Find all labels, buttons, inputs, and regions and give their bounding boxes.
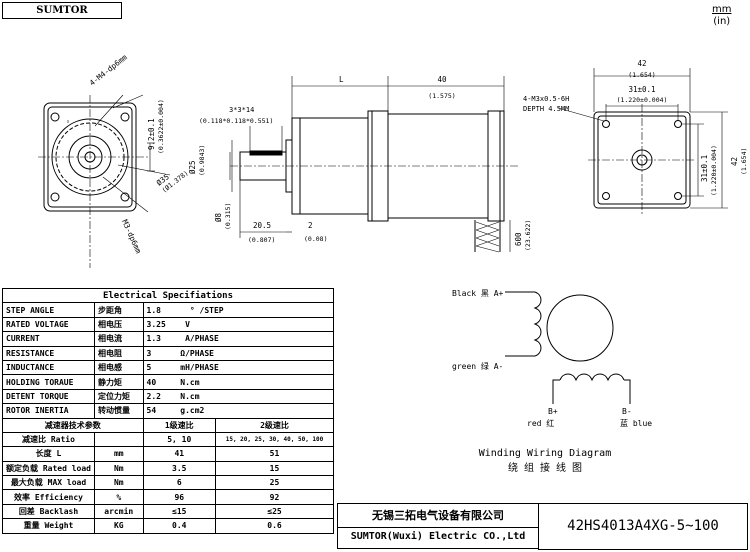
flange-label: 2 xyxy=(308,221,313,230)
wiring-title-cn: 绕 组 接 线 图 xyxy=(507,463,583,474)
body-length-in-label: (1.575) xyxy=(428,92,455,100)
key-label: 3*3*14 xyxy=(229,106,254,114)
length-label: L xyxy=(339,75,344,84)
side-view xyxy=(229,76,520,253)
wire-b-minus: B- xyxy=(622,407,632,416)
rear-height-label: 42 xyxy=(730,157,739,166)
rear-height-in-label: (1.654) xyxy=(740,148,748,175)
gear-header-row: 减速器技术参数 1级速比 2级速比 xyxy=(2,417,335,433)
boss-dim-in-label: (0.3622±0.004) xyxy=(157,99,165,154)
set-screw-label: M3-dp6mm xyxy=(120,218,143,255)
hole-spacing-in-label: (1.220±0.004) xyxy=(617,96,668,104)
wiring-title-en: Winding Wiring Diagram xyxy=(478,448,612,459)
units-primary: mm xyxy=(712,4,732,15)
units-label: mm (in) xyxy=(712,4,731,28)
shaft-label: Ø8 xyxy=(214,212,223,222)
wire-a-plus: Black 黑 A+ xyxy=(452,289,504,298)
wiring-diagram xyxy=(505,291,631,404)
rear-width-label: 42 xyxy=(637,59,646,68)
company-name-cn: 无锡三拓电气设备有限公司 xyxy=(337,503,539,528)
brand-box: SUMTOR xyxy=(2,2,122,19)
shaft-length-label: 20.5 xyxy=(253,221,271,230)
key-in-label: (0.118*0.118*0.551) xyxy=(199,117,273,125)
lead-length-label: 600 xyxy=(514,232,523,246)
units-secondary: (in) xyxy=(713,16,731,27)
company-name-en: SUMTOR(Wuxi) Electric CO.,Ltd xyxy=(337,526,539,549)
wire-a-minus: green 绿 A- xyxy=(452,362,503,371)
thread-note-1: 4-M3x0.5-6H xyxy=(523,95,569,103)
bolt-pattern-label: 4-M4-dp6mm xyxy=(88,52,130,87)
wire-b-minus-color: 蓝 blue xyxy=(620,418,652,428)
lead-length-in-label: (23.622) xyxy=(524,220,532,251)
shaft-in-label: (0.315) xyxy=(224,203,232,230)
boss-dim-label: 9.2±0.1 xyxy=(147,118,156,150)
part-number: 42HS4013A4XG-5~100 xyxy=(538,503,748,550)
front-view xyxy=(38,94,171,268)
thread-note-2: DEPTH 4.5MM xyxy=(523,105,569,113)
spec-title: Electrical Specifiations xyxy=(2,287,334,304)
pilot-label: Ø25 xyxy=(188,160,197,174)
hole-spacing-label: 31±0.1 xyxy=(628,85,655,94)
rear-width-in-label: (1.654) xyxy=(628,71,655,79)
wire-b-plus-color: red 红 xyxy=(527,418,554,428)
body-length-label: 40 xyxy=(437,75,447,84)
rear-view xyxy=(557,68,728,214)
shaft-length-in-label: (0.807) xyxy=(248,236,275,244)
v-spacing-label: 31±0.1 xyxy=(700,155,709,182)
flange-in-label: (0.08) xyxy=(304,235,327,243)
title-block: 无锡三拓电气设备有限公司 SUMTOR(Wuxi) Electric CO.,L… xyxy=(337,503,748,550)
pilot-in-label: (0.9843) xyxy=(198,145,206,176)
wire-b-plus: B+ xyxy=(548,407,558,416)
wiring-title: Winding Wiring Diagram 绕 组 接 线 图 xyxy=(445,446,645,476)
v-spacing-in-label: (1.220±0.004) xyxy=(710,145,718,196)
